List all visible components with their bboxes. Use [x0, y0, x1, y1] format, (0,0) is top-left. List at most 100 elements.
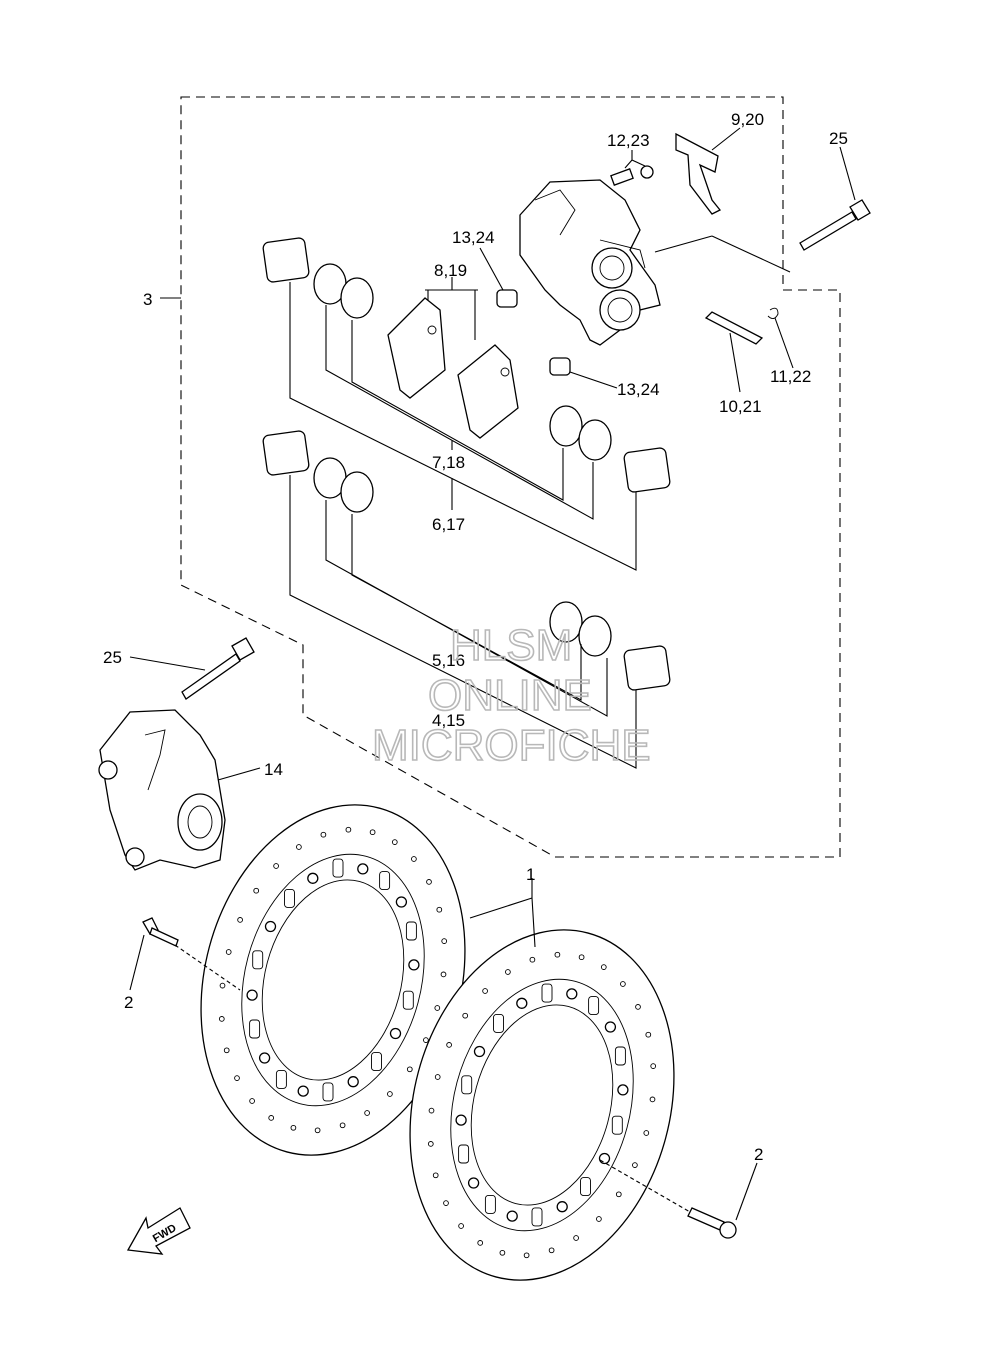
leader-10-21 [729, 332, 741, 393]
floating-button [307, 872, 319, 884]
leader-2b [735, 1162, 758, 1221]
carrier-slot [322, 1082, 334, 1102]
vent-hole [369, 829, 376, 836]
vent-hole [426, 879, 432, 885]
leader-11-22 [774, 317, 794, 369]
carrier-slot [371, 1052, 382, 1072]
mounting-bolt-left[interactable] [181, 637, 255, 700]
floating-button [455, 1114, 467, 1126]
vent-hole [650, 1063, 657, 1069]
floating-button [347, 1076, 359, 1088]
vent-hole [320, 831, 327, 838]
carrier-slot [284, 888, 295, 908]
leader-25a [129, 656, 206, 671]
callout-5-16: 5,16 [432, 651, 465, 670]
piston-set-upper[interactable] [262, 237, 671, 493]
floating-button [297, 1085, 309, 1097]
vent-hole [391, 839, 398, 845]
disc-bolt-left[interactable] [142, 917, 179, 947]
callout-25b: 25 [829, 129, 848, 148]
floating-button [258, 1052, 271, 1064]
vent-hole [443, 1200, 449, 1206]
carrier-slot [531, 1207, 543, 1227]
callout-13-24a: 13,24 [452, 228, 495, 247]
carrier-slot [379, 871, 391, 891]
floating-button [389, 1027, 402, 1040]
vent-hole [499, 1249, 506, 1256]
brake-pad-left[interactable] [387, 297, 446, 399]
vent-hole [249, 1098, 255, 1104]
vent-hole [446, 1042, 452, 1048]
vent-hole [440, 971, 447, 978]
vent-hole [578, 954, 585, 961]
vent-hole [649, 1096, 656, 1103]
leader-13-24b [569, 371, 618, 389]
bushing-upper[interactable] [496, 289, 518, 308]
vent-hole [428, 1107, 435, 1114]
vent-hole [296, 844, 302, 850]
pad-spring[interactable] [675, 132, 722, 215]
vent-hole [643, 1130, 650, 1136]
carrier-slot [614, 1046, 626, 1066]
vent-hole [505, 969, 511, 975]
svg-text:HLSM: HLSM [450, 621, 572, 670]
right-caliper[interactable] [519, 179, 791, 346]
forward-arrow-icon: FWD [126, 1207, 191, 1255]
vent-hole [268, 1115, 275, 1121]
carrier-slot [580, 1177, 591, 1197]
vent-hole [615, 1191, 622, 1198]
vent-hole [364, 1110, 370, 1116]
vent-hole [554, 951, 561, 958]
leader-2a [129, 934, 145, 991]
callout-2b: 2 [754, 1145, 763, 1164]
pad-pin[interactable] [704, 307, 779, 345]
vent-hole [219, 982, 226, 989]
callout-12-23: 12,23 [607, 131, 650, 150]
carrier-slot [332, 858, 344, 878]
vent-hole [573, 1235, 579, 1241]
callout-13-24b: 13,24 [617, 380, 660, 399]
left-caliper[interactable] [98, 709, 261, 871]
vent-hole [434, 1074, 441, 1080]
disc-bolt-right[interactable] [687, 1207, 737, 1239]
mounting-bolt-right[interactable] [799, 199, 871, 251]
callout-25a: 25 [103, 648, 122, 667]
carrier-slot [458, 1144, 470, 1164]
carrier-slot [252, 950, 264, 970]
assembly-boundary [180, 96, 841, 858]
vent-hole [462, 1012, 469, 1019]
vent-hole [548, 1247, 555, 1254]
floating-button [556, 1201, 568, 1213]
leader-12-23 [624, 150, 646, 169]
disc-left-holes [218, 826, 448, 1134]
floating-button [246, 989, 258, 1001]
vent-hole [290, 1124, 297, 1131]
vent-hole [441, 938, 448, 944]
vent-hole [218, 1016, 225, 1022]
callout-8-19: 8,19 [434, 261, 467, 280]
carrier-slot [588, 996, 600, 1016]
callout-7-18: 7,18 [432, 453, 465, 472]
piston-set-lower[interactable] [262, 430, 671, 691]
vent-hole [436, 906, 443, 913]
carrier-slot [484, 1194, 496, 1214]
brake-disc-right[interactable] [372, 900, 711, 1310]
vent-hole [458, 1223, 464, 1229]
bushing-lower[interactable] [549, 357, 571, 376]
vent-hole [314, 1127, 321, 1134]
vent-hole [523, 1252, 530, 1259]
vent-hole [482, 988, 488, 994]
vent-hole [339, 1122, 346, 1129]
bleed-screw[interactable] [610, 165, 654, 186]
floating-button [516, 997, 528, 1009]
vent-hole [237, 917, 243, 923]
vent-hole [635, 1004, 641, 1010]
carrier-slot [611, 1115, 623, 1135]
callout-1: 1 [526, 865, 535, 884]
floating-button [598, 1152, 611, 1165]
vent-hole [529, 956, 536, 963]
vent-hole [620, 981, 626, 987]
vent-hole [223, 1047, 230, 1054]
brake-pad-right[interactable] [457, 344, 519, 439]
